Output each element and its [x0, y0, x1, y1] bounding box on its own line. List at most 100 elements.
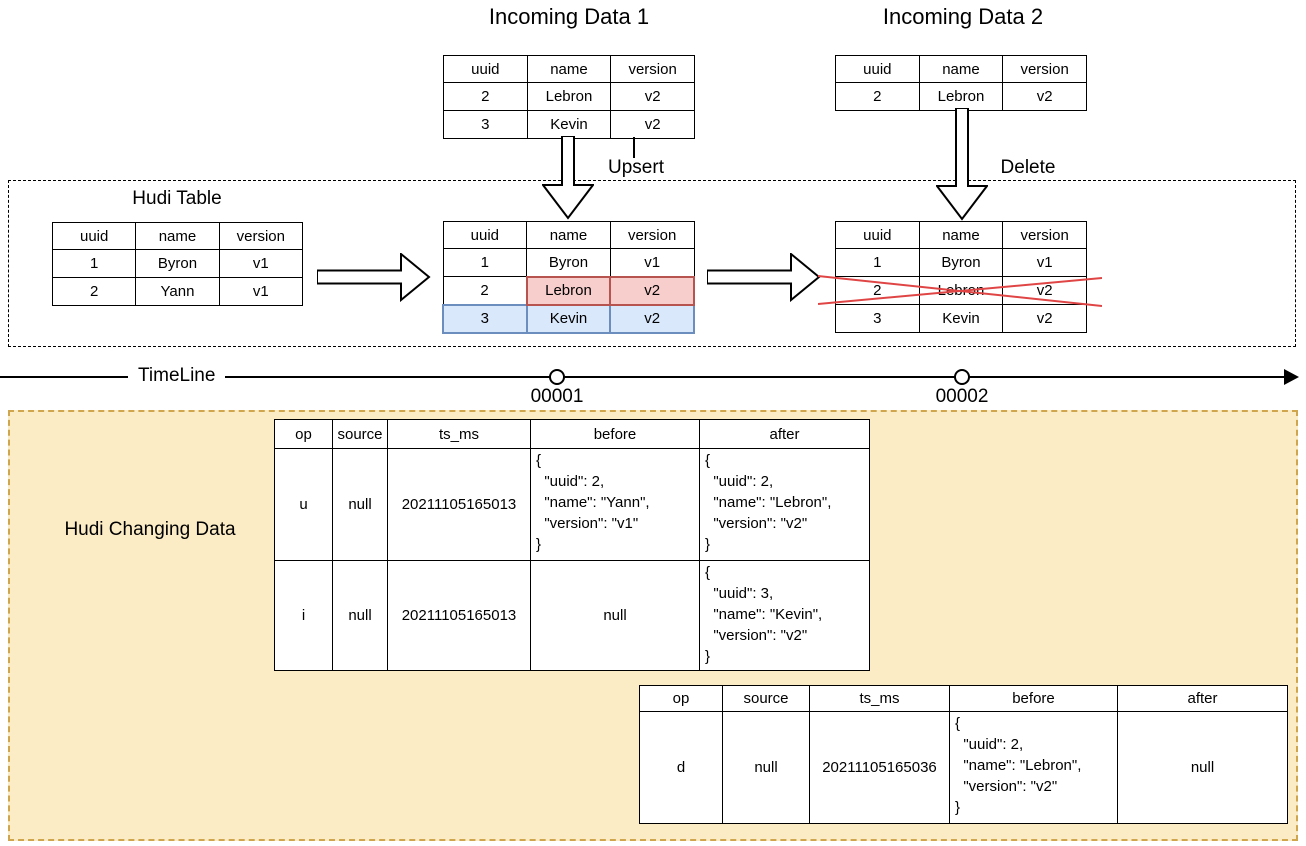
- column-header: uuid: [835, 55, 920, 83]
- table-cell: 3: [442, 303, 528, 334]
- table-cell: v1: [218, 277, 304, 306]
- table-cell: Kevin: [526, 110, 612, 139]
- ts_ms-cell: 20211105165013: [387, 560, 531, 671]
- table-cell: 1: [51, 249, 137, 278]
- source-cell: null: [332, 448, 388, 561]
- column-header: name: [526, 221, 611, 249]
- op-cell: u: [274, 448, 333, 561]
- table-cell: Kevin: [918, 304, 1004, 333]
- table-cell: Lebron: [526, 82, 612, 111]
- table-cell: Lebron: [525, 275, 612, 306]
- column-header: name: [918, 221, 1004, 249]
- column-header: version: [218, 222, 304, 250]
- incoming-data-2-title: Incoming Data 2: [882, 4, 1044, 29]
- column-header: name: [526, 55, 612, 83]
- incoming-data-1-title: Incoming Data 1: [488, 4, 650, 29]
- column-header: uuid: [51, 222, 137, 250]
- table-cell: 3: [443, 110, 528, 139]
- table-cell: 2: [835, 82, 920, 111]
- ts_ms-cell: 20211105165036: [809, 711, 950, 824]
- column-header: uuid: [443, 55, 528, 83]
- table-cell: v1: [218, 249, 304, 278]
- table-cell: 1: [442, 248, 528, 277]
- table-cell: v2: [609, 275, 695, 306]
- timeline-line: [0, 376, 1286, 378]
- timeline-commit-1: 00001: [530, 386, 584, 407]
- deleted-row-cross-icon: [818, 275, 1102, 307]
- ts_ms-cell: 20211105165013: [387, 448, 531, 561]
- table-cell: v2: [1002, 304, 1087, 333]
- table-cell: v2: [609, 303, 695, 334]
- after-cell: { "uuid": 3, "name": "Kevin", "version":…: [699, 560, 870, 671]
- table-cell: 3: [835, 304, 920, 333]
- table-cell: v1: [609, 248, 695, 277]
- column-header: ts_ms: [387, 419, 531, 449]
- table-cell: v2: [610, 110, 695, 139]
- column-header: after: [699, 419, 870, 449]
- hudi-changing-data-title: Hudi Changing Data: [64, 519, 236, 540]
- after-cell: null: [1117, 711, 1288, 824]
- column-header: name: [135, 222, 220, 250]
- table-cell: Byron: [135, 249, 220, 278]
- before-cell: null: [530, 560, 700, 671]
- table-cell: 2: [442, 276, 528, 305]
- right-arrow-icon: [317, 253, 431, 302]
- table-cell: 2: [51, 277, 137, 306]
- op-cell: d: [639, 711, 723, 824]
- timeline-arrowhead-icon: [1284, 369, 1299, 385]
- column-header: before: [949, 685, 1118, 712]
- op-cell: i: [274, 560, 333, 671]
- column-header: ts_ms: [809, 685, 950, 712]
- upsert-label: Upsert: [608, 157, 664, 178]
- before-cell: { "uuid": 2, "name": "Yann", "version": …: [530, 448, 700, 561]
- table-cell: Byron: [526, 248, 611, 277]
- delete-down-arrow-icon: [936, 108, 988, 221]
- table-cell: Yann: [135, 277, 220, 306]
- column-header: version: [1002, 55, 1087, 83]
- column-header: version: [609, 221, 695, 249]
- table-cell: 2: [443, 82, 528, 111]
- column-header: op: [274, 419, 333, 449]
- after-cell: { "uuid": 2, "name": "Lebron", "version"…: [699, 448, 870, 561]
- before-cell: { "uuid": 2, "name": "Lebron", "version"…: [949, 711, 1118, 824]
- column-header: version: [610, 55, 695, 83]
- table-cell: v1: [1002, 248, 1087, 277]
- column-header: before: [530, 419, 700, 449]
- column-header: source: [722, 685, 810, 712]
- column-header: after: [1117, 685, 1288, 712]
- column-header: uuid: [442, 221, 528, 249]
- upsert-down-arrow-icon: [542, 136, 594, 220]
- timeline-marker-2: [954, 369, 970, 385]
- table-cell: v2: [610, 82, 695, 111]
- table-cell: Kevin: [525, 303, 612, 334]
- column-header: name: [918, 55, 1004, 83]
- source-cell: null: [722, 711, 810, 824]
- timeline-marker-1: [549, 369, 565, 385]
- timeline-commit-2: 00002: [935, 386, 989, 407]
- source-cell: null: [332, 560, 388, 671]
- column-header: source: [332, 419, 388, 449]
- right-arrow-icon: [707, 253, 821, 302]
- column-header: op: [639, 685, 723, 712]
- column-header: version: [1002, 221, 1087, 249]
